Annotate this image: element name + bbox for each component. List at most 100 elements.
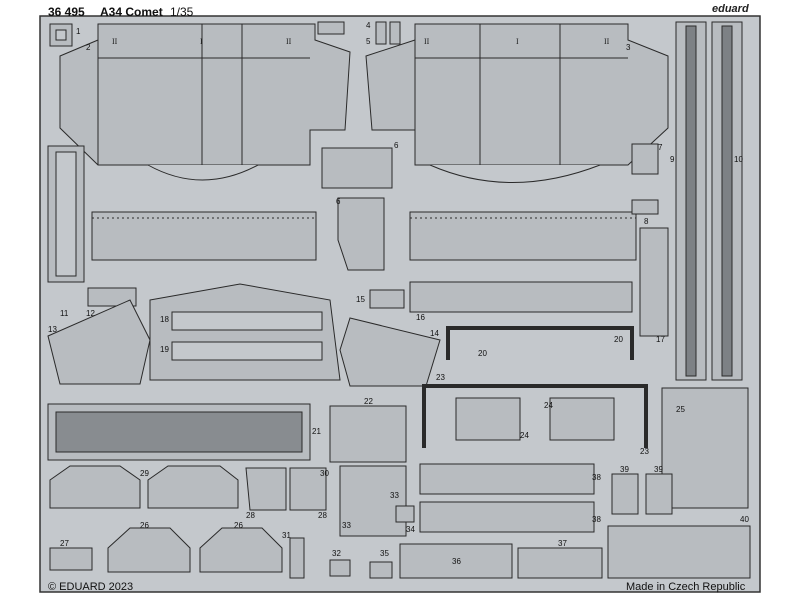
kit-number: 36 495 <box>48 5 85 19</box>
part-number: 10 <box>734 155 743 164</box>
part-13 <box>47 299 151 385</box>
part-number: 19 <box>160 345 169 354</box>
part-26b <box>199 527 283 573</box>
part-5b <box>389 21 401 45</box>
part-number: 36 <box>452 557 461 566</box>
copyright: © EDUARD 2023 <box>48 581 134 593</box>
part-number: 2 <box>86 43 91 52</box>
part-number: 14 <box>430 329 439 338</box>
panel-mark: II <box>424 37 430 46</box>
part-38b <box>419 501 595 533</box>
part-2-engine-deck-left <box>59 23 351 261</box>
part-28 <box>245 467 287 511</box>
part-37 <box>517 547 603 579</box>
part-number: 21 <box>312 427 321 436</box>
part-23 <box>422 384 648 448</box>
part-number: 28 <box>318 511 327 520</box>
panel-mark: II <box>286 37 292 46</box>
part-number: 32 <box>332 549 341 558</box>
part-29a <box>49 465 141 509</box>
part-35 <box>369 561 393 579</box>
part-number: 34 <box>406 525 415 534</box>
part-33 <box>339 465 407 537</box>
part-40 <box>607 525 751 579</box>
part-25 <box>661 387 749 509</box>
part-number: 7 <box>658 143 663 152</box>
part-4 <box>317 21 345 35</box>
part-number: 18 <box>160 315 169 324</box>
part-number: 3 <box>626 43 631 52</box>
part-number: 29 <box>140 469 149 478</box>
part-number: 12 <box>86 309 95 318</box>
part-6a <box>321 147 393 189</box>
part-number: 11 <box>60 309 69 318</box>
part-number: 33 <box>342 521 351 530</box>
part-24a <box>455 397 521 441</box>
panel-mark: II <box>112 37 118 46</box>
part-34 <box>395 505 415 523</box>
part-number: 37 <box>558 539 567 548</box>
origin-note: Made in Czech Republic <box>626 581 746 593</box>
part-number: 23 <box>436 373 445 382</box>
part-number: 16 <box>416 313 425 322</box>
part-number: 6 <box>394 141 399 150</box>
part-number: 27 <box>60 539 69 548</box>
panel-mark: I <box>516 37 519 46</box>
part-26a <box>107 527 191 573</box>
part-36 <box>399 543 513 579</box>
part-number: 8 <box>644 217 649 226</box>
part-number: 22 <box>364 397 373 406</box>
part-12 <box>87 287 137 307</box>
part-14 <box>339 317 441 387</box>
part-number: 39 <box>620 465 629 474</box>
part-number: 13 <box>48 325 57 334</box>
part-18-19-tray <box>149 283 341 381</box>
part-16 <box>409 281 633 313</box>
brand-logo: eduard <box>712 3 749 15</box>
part-39a <box>611 473 639 515</box>
part-number: 24 <box>520 431 529 440</box>
part-number: 20 <box>614 335 623 344</box>
part-30 <box>289 467 327 511</box>
part-32 <box>329 559 351 577</box>
part-number: 15 <box>356 295 365 304</box>
part-number: 40 <box>740 515 749 524</box>
part-22 <box>329 405 407 463</box>
part-number: 26 <box>140 521 149 530</box>
part-20 <box>446 326 634 360</box>
part-3-engine-deck-right <box>365 23 669 261</box>
part-number: 17 <box>656 335 665 344</box>
part-24b <box>549 397 615 441</box>
panel-mark: II <box>604 37 610 46</box>
panel-mark: I <box>200 37 203 46</box>
part-number: 4 <box>366 21 371 30</box>
part-number: 20 <box>478 349 487 358</box>
part-number: 28 <box>246 511 255 520</box>
part-number: 24 <box>544 401 553 410</box>
part-8 <box>631 199 659 215</box>
part-29b <box>147 465 239 509</box>
part-number: 9 <box>670 155 675 164</box>
part-number: 6 <box>336 197 341 206</box>
part-27 <box>49 547 93 571</box>
part-39b <box>645 473 673 515</box>
part-number: 30 <box>320 469 329 478</box>
kit-scale: 1/35 <box>170 5 194 19</box>
part-31 <box>289 537 305 579</box>
part-number: 38 <box>592 515 601 524</box>
part-number: 26 <box>234 521 243 530</box>
part-number: 38 <box>592 473 601 482</box>
kit-title: A34 Comet <box>100 5 163 19</box>
part-number: 5 <box>366 37 371 46</box>
part-number: 25 <box>676 405 685 414</box>
part-number: 23 <box>640 447 649 456</box>
part-number: 1 <box>76 27 81 36</box>
part-number: 35 <box>380 549 389 558</box>
part-number: 33 <box>390 491 399 500</box>
part-17 <box>639 227 669 337</box>
part-7 <box>631 143 659 175</box>
part-number: 39 <box>654 465 663 474</box>
part-38a <box>419 463 595 495</box>
part-15 <box>369 289 405 309</box>
